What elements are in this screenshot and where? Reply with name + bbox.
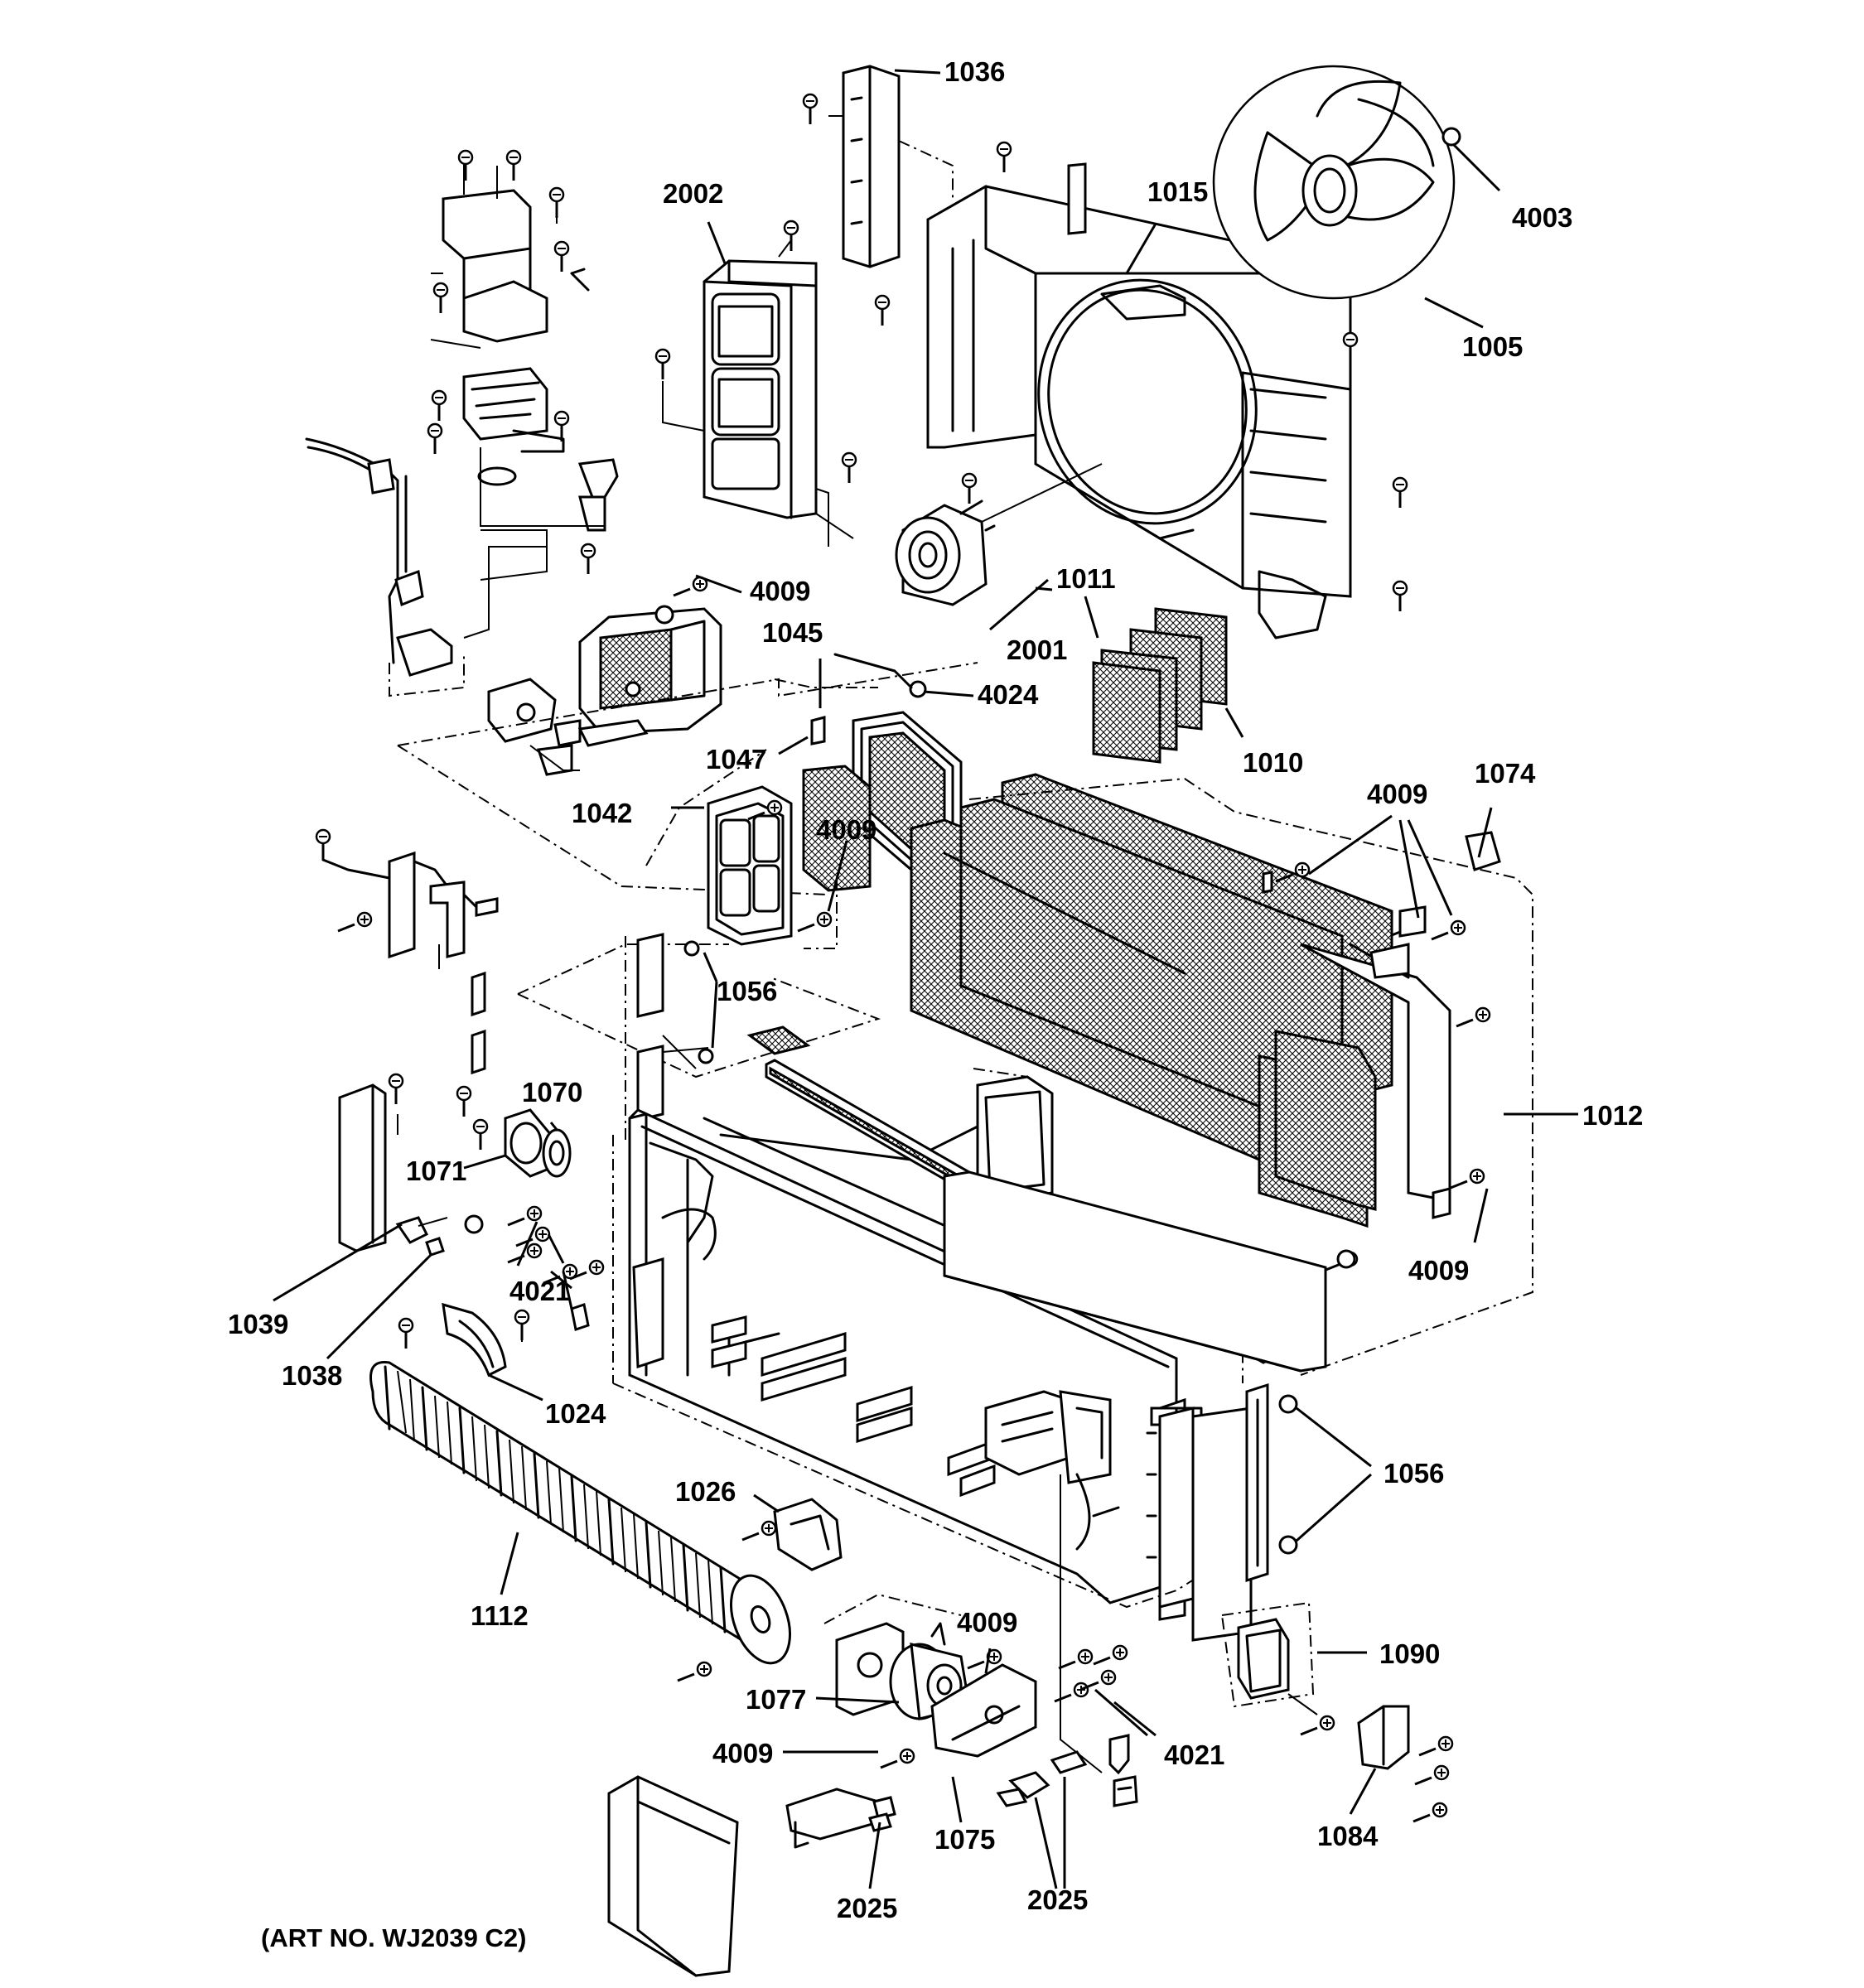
label-1039: 1039 bbox=[228, 1309, 288, 1339]
label-1112: 1112 bbox=[471, 1600, 529, 1631]
control-area-outline bbox=[397, 662, 978, 746]
label-1005: 1005 bbox=[1462, 331, 1523, 362]
label-4009-b: 4009 bbox=[816, 814, 876, 845]
blower-wheel bbox=[369, 1360, 791, 1682]
condenser-coil-panels bbox=[1092, 607, 1228, 764]
label-1024: 1024 bbox=[545, 1398, 606, 1429]
leader-lines bbox=[273, 69, 1578, 1889]
label-1045: 1045 bbox=[762, 617, 823, 648]
label-1015: 1015 bbox=[1147, 176, 1208, 207]
label-1084: 1084 bbox=[1317, 1821, 1379, 1851]
label-1077: 1077 bbox=[746, 1684, 806, 1715]
terminal-box bbox=[1357, 1705, 1454, 1823]
control-relay-assembly bbox=[427, 149, 619, 581]
art-number: (ART NO. WJ2039 C2) bbox=[261, 1923, 526, 1952]
condenser-fan-blade bbox=[1212, 65, 1461, 300]
label-4003: 4003 bbox=[1512, 202, 1572, 233]
blower-motor bbox=[823, 1593, 1037, 1769]
fan-orifice-frame bbox=[654, 220, 857, 547]
label-4009-a: 4009 bbox=[750, 576, 810, 606]
condenser-shroud bbox=[926, 141, 1408, 639]
retaining-clips bbox=[785, 1750, 1088, 1849]
bearing-mount bbox=[456, 1085, 572, 1234]
label-4021-b: 4021 bbox=[1164, 1740, 1224, 1770]
left-side-brackets bbox=[315, 828, 499, 1252]
label-2002: 2002 bbox=[663, 178, 723, 209]
label-2001: 2001 bbox=[1007, 635, 1067, 665]
label-2025-a: 2025 bbox=[837, 1893, 897, 1923]
fan-motor bbox=[895, 463, 1103, 606]
part-labels: 1036 2002 1015 4003 1005 4009 1011 2001 … bbox=[228, 56, 1643, 1952]
sensor-clip bbox=[395, 1205, 605, 1350]
label-4009-f: 4009 bbox=[712, 1738, 773, 1768]
base-pan-housing bbox=[612, 1068, 1253, 1642]
label-1075: 1075 bbox=[934, 1824, 995, 1855]
label-1011: 1011 bbox=[1056, 563, 1116, 594]
label-1056-b: 1056 bbox=[1384, 1458, 1444, 1489]
label-1042: 1042 bbox=[572, 798, 632, 828]
label-1038: 1038 bbox=[282, 1360, 342, 1391]
label-4021-a: 4021 bbox=[509, 1276, 570, 1306]
label-4009-e: 4009 bbox=[957, 1607, 1017, 1638]
label-1036: 1036 bbox=[944, 56, 1005, 87]
label-4024: 4024 bbox=[978, 679, 1039, 710]
label-1010: 1010 bbox=[1243, 747, 1303, 778]
partition-panel-upper bbox=[517, 933, 881, 1143]
label-1056-a: 1056 bbox=[717, 976, 777, 1006]
label-2025-b: 2025 bbox=[1027, 1884, 1088, 1915]
partition-bracket-right bbox=[1245, 1382, 1298, 1583]
label-1090: 1090 bbox=[1379, 1638, 1440, 1669]
capacitor-bracket bbox=[1220, 1601, 1335, 1736]
blower-bearing-housing bbox=[741, 1498, 843, 1571]
vertical-bracket bbox=[802, 65, 954, 327]
evaporator-coil-assembly bbox=[910, 773, 1533, 1376]
bottom-cover bbox=[607, 1775, 739, 1977]
label-4009-c: 4009 bbox=[1367, 779, 1427, 809]
label-1070: 1070 bbox=[522, 1077, 582, 1107]
label-1026: 1026 bbox=[675, 1476, 736, 1507]
label-1012: 1012 bbox=[1582, 1100, 1643, 1131]
mounting-strip bbox=[765, 1059, 1356, 1373]
blower-scroll-piece bbox=[442, 1302, 507, 1378]
label-1047: 1047 bbox=[706, 744, 766, 774]
control-box-components bbox=[487, 576, 722, 776]
label-4009-d: 4009 bbox=[1408, 1255, 1469, 1286]
label-1074: 1074 bbox=[1475, 758, 1536, 789]
label-1071: 1071 bbox=[406, 1156, 466, 1186]
wire-harness bbox=[305, 437, 547, 697]
control-bracket-fasteners bbox=[1053, 1474, 1138, 1807]
